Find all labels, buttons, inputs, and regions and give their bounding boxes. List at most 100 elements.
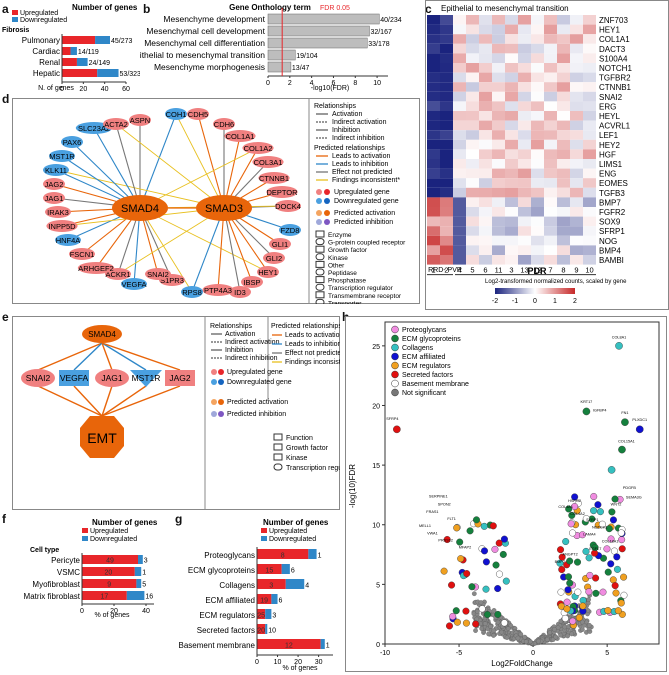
c-cell (570, 91, 583, 102)
d-node-label: IBSP (243, 278, 260, 287)
c-column-label: 6 (483, 266, 487, 275)
c-cell (453, 197, 466, 207)
h-point-ns (528, 639, 533, 645)
c-cell (453, 139, 466, 150)
c-cell (570, 245, 583, 255)
c-cell (492, 72, 505, 83)
c-cell (557, 139, 570, 150)
c-cell (557, 15, 570, 25)
c-cell (531, 130, 544, 140)
c-cell (427, 235, 440, 246)
f-category-label: Pericyte (51, 556, 80, 565)
c-cell (570, 120, 583, 131)
h-point-label: FN1 (621, 411, 628, 415)
c-cell (505, 245, 518, 255)
h-point-label: VWA1 (427, 531, 438, 535)
f-bar-down (134, 567, 142, 576)
d-node-label: VEGFA (121, 280, 146, 289)
c-cell (479, 43, 492, 54)
c-cell (518, 207, 531, 217)
h-legend-swatch (391, 388, 399, 397)
c-cell (492, 159, 505, 169)
d-node-label: FSCN1 (70, 250, 95, 259)
d-node-col3a1 (252, 156, 284, 168)
h-point-sig (494, 610, 502, 618)
h-point-label: KRT17 (581, 400, 593, 404)
c-gene-label: TGFB3 (599, 189, 625, 198)
h-point-label: EGFL7 (589, 547, 601, 551)
c-cell (479, 72, 492, 83)
d-node-gli1 (269, 238, 291, 250)
c-cell (570, 53, 583, 63)
d-node-label: IRAK3 (47, 208, 69, 217)
e-legend-gene-swatch (211, 379, 217, 385)
c-cell (440, 120, 453, 131)
panel-a-legend-down-swatch (12, 17, 18, 22)
c-cell (492, 255, 505, 265)
a-bar-down (76, 58, 88, 66)
h-point-ns (482, 621, 488, 627)
c-cell (544, 168, 557, 179)
c-cell (427, 187, 440, 198)
c-cell (440, 34, 453, 44)
h-point-sig (578, 531, 586, 539)
h-y-tick-label: 0 (376, 642, 380, 649)
d-node-label: PTP4A3 (204, 286, 232, 295)
c-cell (505, 226, 518, 236)
h-point-ns (473, 628, 478, 633)
c-cell (531, 139, 544, 150)
c-cell (466, 72, 479, 83)
h-legend-item: ECM regulators (402, 363, 451, 370)
h-point-label: HSPG2 (568, 499, 581, 503)
c-cell (531, 226, 544, 236)
g-bar-down (320, 639, 325, 649)
c-cell (505, 72, 518, 83)
b-bar (267, 37, 368, 49)
d-node-arhgef2 (77, 262, 115, 274)
panel-g-chart: Number of genes Upregulated Downregulate… (179, 518, 333, 672)
b-x-tick-label: 4 (310, 80, 314, 87)
panel-g-legend-up-swatch (261, 528, 267, 533)
h-point-label: COL8A1 (612, 336, 627, 340)
c-cell (492, 226, 505, 236)
g-x-tick-label: 10 (274, 659, 282, 666)
h-point-sig (607, 466, 616, 474)
d-node-deptor (266, 186, 298, 198)
c-cell (544, 15, 557, 25)
c-cell (531, 101, 544, 111)
e-legend-gene-item: Downregulated gene (227, 379, 292, 386)
h-point-sig (443, 536, 451, 544)
panel-f-legend-down-swatch (82, 536, 88, 541)
panel-a-group-label: Fibrosis (2, 27, 29, 34)
e-legend-gene-item: Upregulated gene (227, 369, 283, 376)
h-point-ns (491, 632, 497, 638)
h-point-ns (518, 631, 524, 637)
c-cell (531, 197, 544, 207)
d-node-label: FZD8 (281, 226, 300, 235)
d-legend-shape-item: Transcription regulator (328, 285, 394, 292)
e-node-label: MST1R (132, 373, 161, 383)
c-cell (557, 53, 570, 63)
d-node-ctnnb1 (258, 172, 290, 184)
g-bar-annotation-down: 10 (268, 628, 276, 635)
c-cell (440, 43, 453, 54)
e-legend-shape-item: Function (286, 435, 313, 442)
c-cell (557, 91, 570, 102)
c-cell (583, 82, 596, 92)
h-point-sig (574, 588, 582, 596)
c-cell (466, 168, 479, 179)
e-legend-pred-item: Effect not predicted (285, 350, 340, 357)
a-bar-up (62, 69, 98, 77)
e-edge (101, 385, 113, 417)
g-bar-annotation-up: 19 (260, 598, 268, 605)
panel-b-fdr-label: FDR 0.05 (320, 5, 350, 12)
e-legend-shape (273, 463, 283, 471)
c-cell (427, 72, 440, 83)
d-node-pax6 (61, 136, 83, 148)
e-legend-predicted-item: Predicted activation (227, 399, 288, 406)
d-node-col1a1 (224, 130, 256, 142)
d-legend-rel-title: Relationships (314, 103, 357, 110)
e-node-label: VEGFA (60, 373, 89, 383)
c-gene-label: DACT3 (599, 45, 626, 54)
